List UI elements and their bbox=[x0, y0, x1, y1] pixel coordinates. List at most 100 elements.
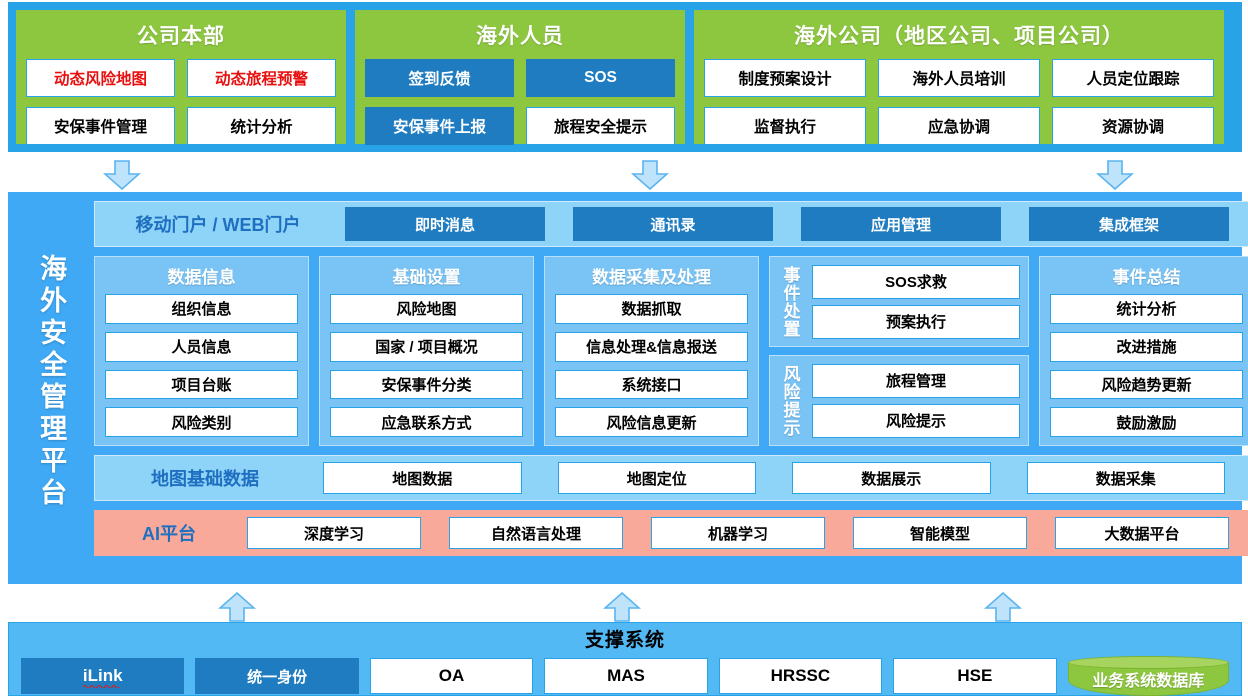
column-incident-summary: 事件总结 统计分析 改进措施 风险趋势更新 鼓励激励 bbox=[1039, 256, 1248, 446]
support-item-hse[interactable]: HSE bbox=[893, 658, 1057, 694]
group-items: SOS求救 预案执行 bbox=[812, 263, 1020, 340]
item-risk-map[interactable]: 风险地图 bbox=[330, 294, 523, 324]
support-item-hrssc[interactable]: HRSSC bbox=[718, 658, 883, 694]
cell-security-incident-management[interactable]: 安保事件管理 bbox=[26, 107, 175, 145]
group-row: 监督执行 应急协调 资源协调 bbox=[704, 107, 1214, 145]
item-emergency-contact[interactable]: 应急联系方式 bbox=[330, 407, 523, 437]
cell-statistical-analysis[interactable]: 统计分析 bbox=[187, 107, 336, 145]
group-items: 旅程管理 风险提示 bbox=[812, 362, 1020, 439]
group-title: 海外公司（地区公司、项目公司） bbox=[794, 25, 1124, 48]
column-title: 事件总结 bbox=[1112, 268, 1181, 287]
item-sos-rescue[interactable]: SOS求救 bbox=[812, 264, 1020, 299]
cell-resource-coordination[interactable]: 资源协调 bbox=[1052, 107, 1214, 145]
column-data-information: 数据信息 组织信息 人员信息 项目台账 风险类别 bbox=[94, 256, 309, 446]
column-title: 基础设置 bbox=[392, 268, 461, 287]
portal-label: 移动门户 / WEB门户 bbox=[135, 215, 301, 235]
item-project-ledger[interactable]: 项目台账 bbox=[105, 369, 298, 400]
database-label: 业务系统数据库 bbox=[1092, 672, 1205, 690]
cell-supervision-execution[interactable]: 监督执行 bbox=[704, 107, 866, 145]
group-title: 海外人员 bbox=[476, 25, 564, 48]
portal-row: 移动门户 / WEB门户 即时消息 通讯录 应用管理 集成框架 bbox=[94, 201, 1248, 247]
portal-button-instant-message[interactable]: 即时消息 bbox=[345, 207, 545, 241]
ai-button-intelligent-model[interactable]: 智能模型 bbox=[853, 517, 1027, 549]
support-item-oa[interactable]: OA bbox=[369, 658, 534, 694]
cell-personnel-location-tracking[interactable]: 人员定位跟踪 bbox=[1052, 59, 1214, 97]
platform-columns: 数据信息 组织信息 人员信息 项目台账 风险类别 基础设置 风险地图 国家 / … bbox=[94, 256, 1248, 446]
map-button-data-display[interactable]: 数据展示 bbox=[792, 462, 991, 494]
portal-button-integration-framework[interactable]: 集成框架 bbox=[1029, 207, 1229, 241]
group-company-headquarters: 公司本部 动态风险地图 动态旅程预警 安保事件管理 统计分析 bbox=[16, 10, 346, 145]
support-item-business-system-database[interactable]: 业务系统数据库 bbox=[1067, 656, 1229, 696]
column-data-collection-processing: 数据采集及处理 数据抓取 信息处理&信息报送 系统接口 风险信息更新 bbox=[544, 256, 759, 446]
item-improvement-measures[interactable]: 改进措施 bbox=[1050, 331, 1243, 362]
item-risk-info-update[interactable]: 风险信息更新 bbox=[555, 407, 748, 437]
arrow-down-icon bbox=[103, 160, 141, 190]
cell-security-incident-report[interactable]: 安保事件上报 bbox=[365, 107, 514, 145]
item-statistical-analysis[interactable]: 统计分析 bbox=[1050, 294, 1243, 324]
arrow-up-icon bbox=[603, 592, 641, 622]
arrow-up-icon bbox=[984, 592, 1022, 622]
portal-button-contacts[interactable]: 通讯录 bbox=[573, 207, 773, 241]
cell-check-in-feedback[interactable]: 签到反馈 bbox=[365, 59, 514, 97]
item-data-crawling[interactable]: 数据抓取 bbox=[555, 294, 748, 324]
item-system-interface[interactable]: 系统接口 bbox=[555, 369, 748, 400]
map-base-data-row: 地图基础数据 地图数据 地图定位 数据展示 数据采集 bbox=[94, 455, 1248, 501]
group-row: 动态风险地图 动态旅程预警 bbox=[26, 59, 336, 97]
cell-emergency-coordination[interactable]: 应急协调 bbox=[878, 107, 1040, 145]
arrow-down-icon bbox=[1096, 160, 1134, 190]
item-risk-category[interactable]: 风险类别 bbox=[105, 407, 298, 437]
group-row: 签到反馈 SOS bbox=[365, 59, 675, 97]
platform-mid-stack: 事件处置 SOS求救 预案执行 风险提示 旅程管理 风险提示 bbox=[769, 256, 1029, 446]
support-systems-band: 支撑系统 iLink 统一身份 OA MAS HRSSC HSE 业务系统数据库 bbox=[8, 622, 1242, 696]
item-organization-info[interactable]: 组织信息 bbox=[105, 294, 298, 324]
ai-button-machine-learning[interactable]: 机器学习 bbox=[651, 517, 825, 549]
group-label-text: 风险提示 bbox=[780, 364, 800, 437]
cell-policy-plan-design[interactable]: 制度预案设计 bbox=[704, 59, 866, 97]
item-encouragement-incentive[interactable]: 鼓励激励 bbox=[1050, 407, 1243, 437]
item-trip-management[interactable]: 旅程管理 bbox=[812, 363, 1020, 398]
support-items-row: iLink 统一身份 OA MAS HRSSC HSE 业务系统数据库 bbox=[9, 652, 1241, 696]
group-risk-warning: 风险提示 旅程管理 风险提示 bbox=[769, 355, 1029, 446]
column-title: 数据信息 bbox=[167, 268, 236, 287]
spellcheck-squiggle-icon bbox=[82, 684, 120, 688]
item-personnel-info[interactable]: 人员信息 bbox=[105, 331, 298, 362]
arrow-up-icon bbox=[218, 592, 256, 622]
group-vertical-label: 事件处置 bbox=[776, 263, 804, 340]
cell-dynamic-risk-map[interactable]: 动态风险地图 bbox=[26, 59, 175, 97]
cell-dynamic-trip-alert[interactable]: 动态旅程预警 bbox=[187, 59, 336, 97]
group-vertical-label: 风险提示 bbox=[776, 362, 804, 439]
group-row: 安保事件管理 统计分析 bbox=[26, 107, 336, 145]
database-cylinder-top bbox=[1067, 656, 1229, 669]
group-incident-handling: 事件处置 SOS求救 预案执行 bbox=[769, 256, 1029, 347]
portal-button-app-management[interactable]: 应用管理 bbox=[801, 207, 1001, 241]
group-row: 安保事件上报 旅程安全提示 bbox=[365, 107, 675, 145]
group-overseas-personnel: 海外人员 签到反馈 SOS 安保事件上报 旅程安全提示 bbox=[355, 10, 685, 145]
ai-button-nlp[interactable]: 自然语言处理 bbox=[449, 517, 623, 549]
cell-overseas-personnel-training[interactable]: 海外人员培训 bbox=[878, 59, 1040, 97]
item-security-incident-classification[interactable]: 安保事件分类 bbox=[330, 369, 523, 400]
ai-button-deep-learning[interactable]: 深度学习 bbox=[247, 517, 421, 549]
cell-trip-safety-tips[interactable]: 旅程安全提示 bbox=[526, 107, 675, 145]
map-button-map-data[interactable]: 地图数据 bbox=[323, 462, 522, 494]
item-info-processing-reporting[interactable]: 信息处理&信息报送 bbox=[555, 331, 748, 362]
item-plan-execution[interactable]: 预案执行 bbox=[812, 304, 1020, 339]
group-overseas-companies: 海外公司（地区公司、项目公司） 制度预案设计 海外人员培训 人员定位跟踪 监督执… bbox=[694, 10, 1224, 145]
group-row: 制度预案设计 海外人员培训 人员定位跟踪 bbox=[704, 59, 1214, 97]
item-risk-warning[interactable]: 风险提示 bbox=[812, 403, 1020, 438]
map-button-data-collection[interactable]: 数据采集 bbox=[1026, 462, 1225, 494]
support-item-mas[interactable]: MAS bbox=[544, 658, 708, 694]
cell-sos[interactable]: SOS bbox=[526, 59, 675, 97]
column-title: 数据采集及处理 bbox=[592, 268, 711, 287]
ai-row-label: AI平台 bbox=[142, 524, 196, 544]
item-risk-trend-update[interactable]: 风险趋势更新 bbox=[1050, 369, 1243, 400]
map-row-label: 地图基础数据 bbox=[151, 469, 259, 489]
column-basic-settings: 基础设置 风险地图 国家 / 项目概况 安保事件分类 应急联系方式 bbox=[319, 256, 534, 446]
map-button-map-positioning[interactable]: 地图定位 bbox=[557, 462, 756, 494]
group-title: 公司本部 bbox=[137, 25, 225, 48]
support-title: 支撑系统 bbox=[584, 630, 665, 651]
support-item-ilink[interactable]: iLink bbox=[21, 658, 185, 694]
ai-button-big-data-platform[interactable]: 大数据平台 bbox=[1055, 517, 1229, 549]
platform-body: 移动门户 / WEB门户 即时消息 通讯录 应用管理 集成框架 数据信息 组织信… bbox=[94, 192, 1248, 584]
item-country-project-overview[interactable]: 国家 / 项目概况 bbox=[330, 331, 523, 362]
support-item-unified-identity[interactable]: 统一身份 bbox=[195, 658, 359, 694]
